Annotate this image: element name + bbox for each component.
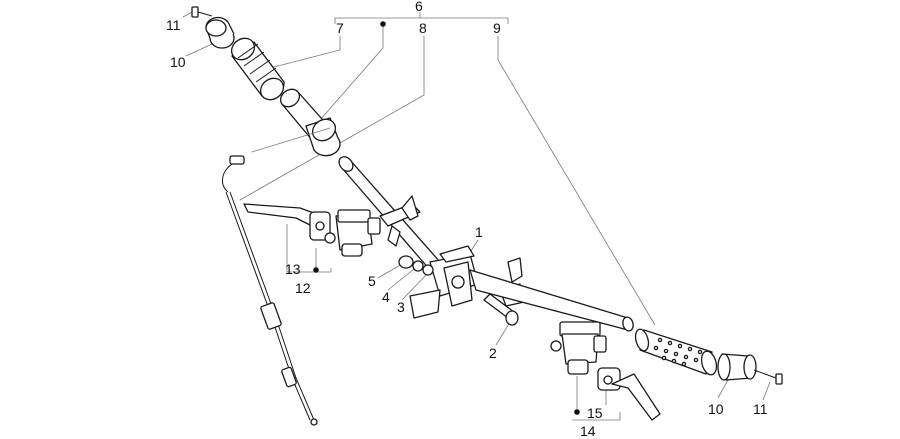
callout-11-left: 11	[166, 17, 181, 33]
right-master-cylinder	[550, 321, 607, 375]
left-master-cylinder	[324, 209, 381, 257]
callout-labels: 6 7 8 9 11 10 1 2 3 4 5 13 12 15 14 10 1…	[166, 0, 768, 439]
throttle-tube	[279, 88, 341, 157]
callout-7: 7	[336, 20, 344, 36]
callout-3: 3	[397, 299, 405, 315]
callout-4: 4	[382, 289, 390, 305]
callout-11-right: 11	[753, 401, 768, 417]
end-screw-right	[753, 369, 783, 385]
callout-14: 14	[580, 423, 596, 439]
throttle-cable	[221, 127, 331, 426]
left-brake-lever	[243, 203, 331, 241]
callout-5: 5	[368, 273, 376, 289]
reference-dot	[574, 409, 580, 415]
left-grip	[230, 37, 285, 101]
right-brake-lever	[597, 367, 661, 421]
callout-13: 13	[285, 261, 301, 277]
bar-end-weight-left	[205, 16, 235, 49]
reference-dot	[313, 267, 319, 273]
callout-1: 1	[475, 224, 483, 240]
callout-12: 12	[295, 280, 311, 296]
callout-6: 6	[415, 0, 423, 14]
leader-lines	[182, 11, 771, 421]
callout-8: 8	[419, 20, 427, 36]
grip-texture	[653, 337, 703, 367]
right-grip	[634, 328, 718, 376]
reference-dot	[380, 21, 386, 27]
washers-and-nut	[398, 255, 434, 276]
handlebar-frame	[338, 156, 634, 332]
bar-end-weight-right	[717, 353, 757, 381]
callout-15: 15	[587, 405, 603, 421]
end-screw-left	[191, 6, 213, 18]
mounting-bolt	[483, 293, 519, 326]
callout-9: 9	[493, 20, 501, 36]
callout-10-right: 10	[708, 401, 724, 417]
callout-10-left: 10	[170, 54, 186, 70]
callout-2: 2	[489, 345, 497, 361]
